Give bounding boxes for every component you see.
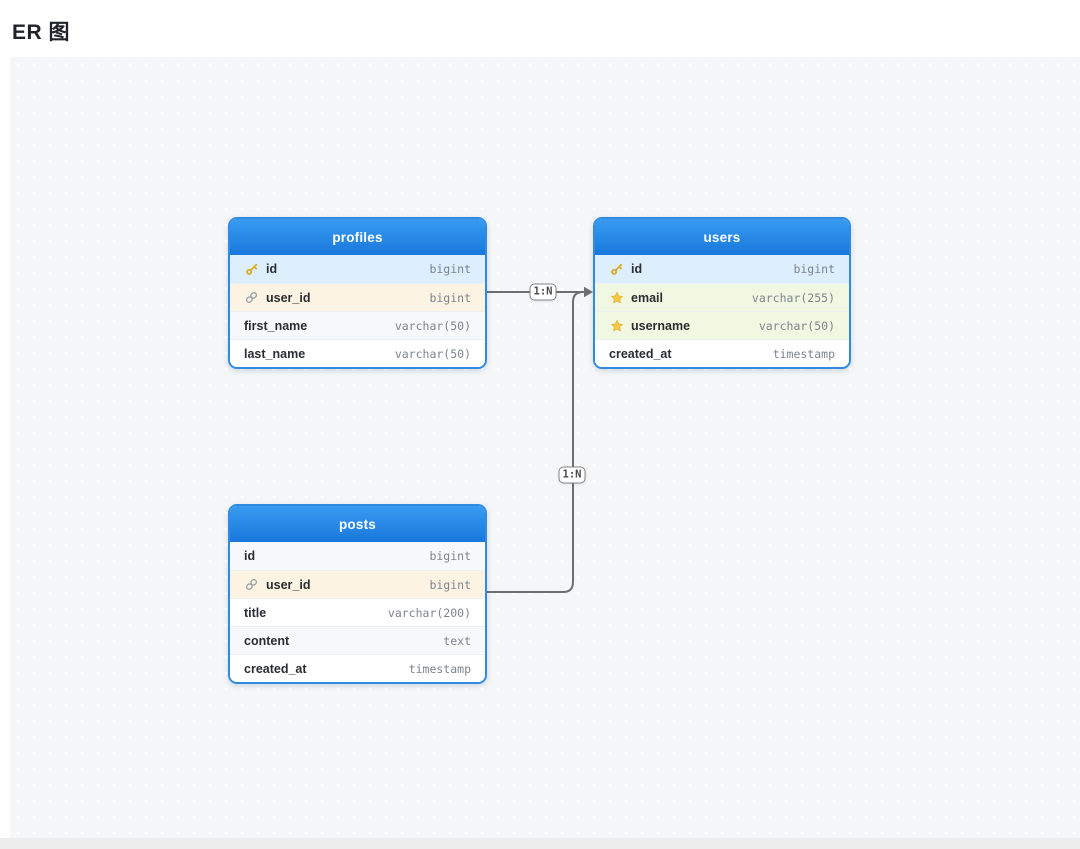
column-type: varchar(50): [758, 318, 835, 333]
primary-key-icon: [244, 262, 259, 277]
column-row-users-username[interactable]: username varchar(50): [595, 311, 849, 339]
column-name: created_at: [244, 661, 307, 676]
relation-cardinality-label: 1:N: [529, 283, 557, 301]
column-row-posts-user_id[interactable]: user_id bigint: [230, 570, 485, 598]
column-type: timestamp: [772, 346, 835, 361]
column-type: bigint: [429, 549, 471, 563]
column-row-posts-created_at[interactable]: created_at timestamp: [230, 654, 485, 682]
column-type: varchar(255): [751, 290, 835, 305]
er-canvas[interactable]: [10, 57, 1080, 838]
column-type: bigint: [793, 262, 835, 276]
column-name: id: [266, 262, 278, 276]
unique-icon: [609, 318, 624, 333]
table-header-users[interactable]: users: [595, 219, 849, 255]
table-header-profiles[interactable]: profiles: [230, 219, 485, 255]
column-row-users-id[interactable]: id bigint: [595, 255, 849, 283]
table-posts[interactable]: posts id bigint user_id bigint title varchar(2…: [228, 504, 487, 684]
column-type: varchar(50): [394, 318, 471, 333]
column-name: title: [244, 605, 267, 620]
column-type: varchar(200): [387, 605, 471, 620]
column-name: id: [244, 549, 256, 563]
foreign-key-icon: [244, 577, 259, 592]
column-name: user_id: [266, 577, 311, 592]
column-name: content: [244, 633, 290, 648]
column-type: bigint: [429, 262, 471, 276]
column-type: text: [443, 633, 471, 648]
table-users[interactable]: users id bigint email varchar(255) username va…: [593, 217, 851, 369]
column-name: user_id: [266, 290, 311, 305]
primary-key-icon: [609, 262, 624, 277]
relation-cardinality-label: 1:N: [558, 466, 586, 484]
column-type: bigint: [429, 290, 471, 305]
page-title: ER 图: [12, 21, 71, 44]
column-row-users-created_at[interactable]: created_at timestamp: [595, 339, 849, 367]
foreign-key-icon: [244, 290, 259, 305]
column-row-profiles-first_name[interactable]: first_name varchar(50): [230, 311, 485, 339]
column-row-profiles-id[interactable]: id bigint: [230, 255, 485, 283]
column-type: timestamp: [408, 661, 471, 676]
column-type: varchar(50): [394, 346, 471, 361]
column-name: id: [631, 262, 643, 276]
column-type: bigint: [429, 577, 471, 592]
bottom-strip: [0, 838, 1080, 849]
unique-icon: [609, 290, 624, 305]
column-name: created_at: [609, 346, 672, 361]
column-row-posts-id[interactable]: id bigint: [230, 542, 485, 570]
column-row-users-email[interactable]: email varchar(255): [595, 283, 849, 311]
column-name: last_name: [244, 346, 306, 361]
table-header-posts[interactable]: posts: [230, 506, 485, 542]
column-row-profiles-user_id[interactable]: user_id bigint: [230, 283, 485, 311]
column-name: username: [631, 318, 691, 333]
column-name: first_name: [244, 318, 308, 333]
column-row-posts-title[interactable]: title varchar(200): [230, 598, 485, 626]
column-row-profiles-last_name[interactable]: last_name varchar(50): [230, 339, 485, 367]
column-name: email: [631, 290, 663, 305]
column-row-posts-content[interactable]: content text: [230, 626, 485, 654]
